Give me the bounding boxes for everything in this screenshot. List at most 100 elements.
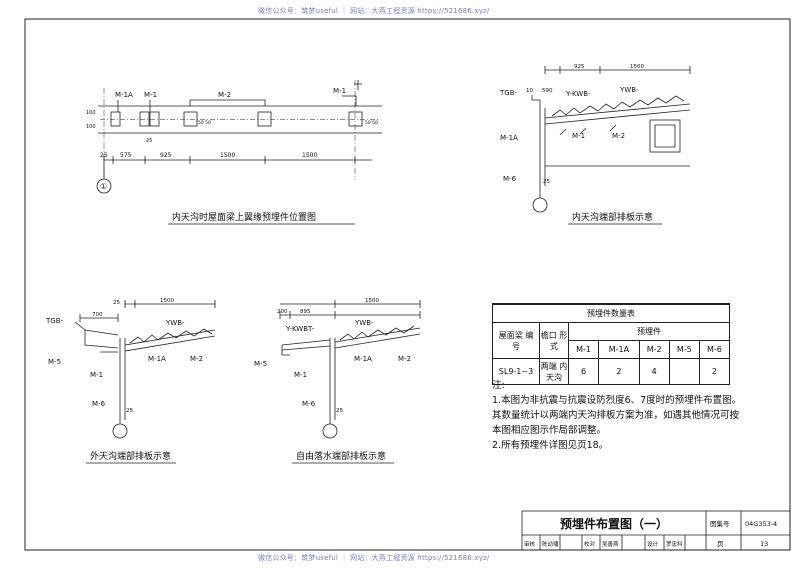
inner-gutter-view (531, 66, 691, 213)
signer-role-check: 校对 (584, 540, 596, 548)
outer-label-m2: M-2 (190, 355, 203, 363)
inner-label-m6: M-6 (503, 175, 517, 183)
caption-top-plan: 内天沟时屋面梁上翼缘预埋件位置图 (172, 211, 316, 223)
plan-label-m1-right: M-1 (333, 87, 346, 95)
top-plan-labels: M-1A M-1 M-2 M-1 25 575 925 1500 1500 10… (86, 87, 378, 191)
note-1-line-1: 1.本图为非抗震与抗震设防烈度6、7度时的预埋件布置图。 (492, 395, 742, 406)
table-cell-m1a: 2 (598, 358, 640, 385)
outer-label-m6: M-6 (92, 400, 106, 408)
plan-axis-label: ① (100, 182, 107, 191)
note-1-line-3: 本图相应图示作局部调整。 (492, 425, 607, 436)
outer-dim-25: 25 (126, 408, 133, 414)
free-dim-895: 895 (300, 309, 311, 315)
title-block-page-label: 页 (717, 540, 724, 548)
plan-small-100a: 100 (86, 110, 96, 116)
plan-dim-925: 925 (160, 152, 172, 159)
plan-dim-1500a: 1500 (220, 152, 235, 159)
note-2: 2.所有预埋件详图见页18。 (492, 440, 609, 451)
title-block-atlas-no: 04G353-4 (745, 520, 777, 528)
plan-small-5050a: 50 50 (198, 120, 211, 126)
note-1-line-2: 其数量统计以两端内天沟排板方案为准，如遇其他情况可按 (492, 410, 740, 421)
title-block-title: 预埋件布置图（一） (560, 516, 668, 531)
plan-dim-25: 25 (100, 152, 108, 159)
plan-dim-1500b: 1500 (302, 152, 317, 159)
watermark-top: 微信公众号：筑梦useful ｜ 网站：大燕工程资源 https://52168… (258, 7, 490, 15)
embed-qty-table: 预埋件数量表 屋面梁 编 号 檐口 形式 预埋件 M-1 M-1A M-2 M-… (492, 303, 731, 385)
table-row-eave: 两端 内天沟 (539, 358, 569, 385)
notes-block: 注: 1.本图为非抗震与抗震设防烈度6、7度时的预埋件布置图。 其数量统计以两端… (492, 378, 741, 453)
inner-label-m1a: M-1A (500, 134, 518, 142)
notes-heading: 注: (492, 380, 505, 391)
table-head-eave: 檐口 形式 (539, 322, 569, 359)
outer-dim-1500: 1500 (160, 298, 174, 304)
plan-small-5050b: 50 50 (365, 120, 378, 126)
outer-label-ywb: YWB- (165, 319, 185, 327)
outer-dim-25-top: 25 (113, 300, 120, 306)
outer-label-tgb: TGB- (45, 317, 64, 325)
signer-name-review: 陈幼璠 (542, 540, 559, 548)
plan-small-100b: 100 (86, 124, 96, 130)
inner-label-ywb: YWB- (619, 86, 639, 94)
signer-name-check: 吴善燕 (602, 540, 619, 548)
table-col-m6: M-6 (698, 340, 731, 359)
table-head-beam: 屋面梁 编 号 (492, 322, 541, 359)
table-col-m5: M-5 (668, 340, 700, 359)
title-block (521, 510, 791, 551)
outer-gutter-view (74, 300, 216, 439)
inner-label-tgb: TGB- (499, 89, 518, 97)
inner-dim-25: 25 (543, 179, 550, 185)
free-drain-labels: Y-KWBT- YWB- M-5 M-1 M-1A M-2 M-6 200 89… (254, 298, 411, 414)
inner-dim-10: 10 (526, 88, 533, 94)
plan-small-25: 25 (146, 138, 152, 144)
free-drain-view (279, 300, 421, 439)
plan-label-m1: M-1 (144, 91, 157, 99)
free-label-m1: M-1 (294, 371, 307, 379)
table-col-m2: M-2 (638, 340, 670, 359)
top-plan-view (96, 80, 382, 194)
free-dim-200: 200 (277, 309, 288, 315)
table-cell-m2: 4 (638, 358, 670, 385)
free-dim-1500: 1500 (365, 298, 379, 304)
table-title: 预埋件数量表 (492, 303, 730, 323)
caption-inner-gutter: 内天沟端部排板示意 (572, 211, 653, 223)
table-cell-m6: 2 (698, 358, 731, 385)
sheet-frame (24, 18, 791, 551)
caption-outer-gutter: 外天沟端部排板示意 (90, 450, 171, 462)
outer-label-m1: M-1 (90, 371, 103, 379)
title-block-page-no: 13 (760, 540, 768, 548)
signer-name-design: 罗忠科 (666, 540, 683, 548)
outer-label-m5: M-5 (48, 358, 61, 366)
inner-dim-1500: 1500 (630, 64, 644, 70)
free-label-m6: M-6 (302, 400, 316, 408)
inner-dim-590: 590 (542, 88, 553, 94)
inner-gutter-labels: TGB- Y-KWB- YWB- M-1A M-1 M-2 M-6 10 590… (499, 64, 644, 185)
plan-label-m2: M-2 (218, 91, 231, 99)
outer-gutter-labels: TGB- YWB- M-5 M-1 M-1A M-2 M-6 700 25 15… (45, 298, 203, 414)
signer-role-review: 审核 (524, 540, 536, 548)
outer-label-m1a: M-1A (148, 355, 166, 363)
caption-free-drain: 自由落水端部排板示意 (296, 450, 386, 462)
table-cell-m5 (668, 358, 700, 385)
watermark-bottom: 微信公众号：筑梦useful ｜ 网站：大燕工程资源 https://52168… (258, 554, 490, 562)
free-label-m2: M-2 (398, 355, 411, 363)
table-col-m1a: M-1A (598, 340, 640, 359)
free-label-ykwbt: Y-KWBT- (285, 325, 315, 333)
plan-dim-575: 575 (120, 152, 132, 159)
plan-label-m1a: M-1A (115, 91, 133, 99)
table-row-beam: SL9-1~3 (492, 358, 540, 385)
table-col-m1: M-1 (567, 340, 600, 359)
signer-role-design: 设计 (647, 540, 659, 548)
free-label-m1a: M-1A (354, 355, 372, 363)
outer-dim-700: 700 (92, 312, 103, 318)
free-label-ywb: YWB- (354, 319, 374, 327)
free-dim-25: 25 (336, 408, 343, 414)
title-block-atlas-label: 图集号 (710, 519, 730, 528)
inner-dim-925: 925 (574, 64, 585, 70)
table-cell-m1: 6 (567, 358, 600, 385)
inner-label-m2: M-2 (612, 132, 625, 140)
table-head-group: 预埋件 (568, 322, 730, 341)
inner-label-ykwb: Y-KWB- (565, 90, 591, 98)
inner-label-m1: M-1 (572, 132, 585, 140)
